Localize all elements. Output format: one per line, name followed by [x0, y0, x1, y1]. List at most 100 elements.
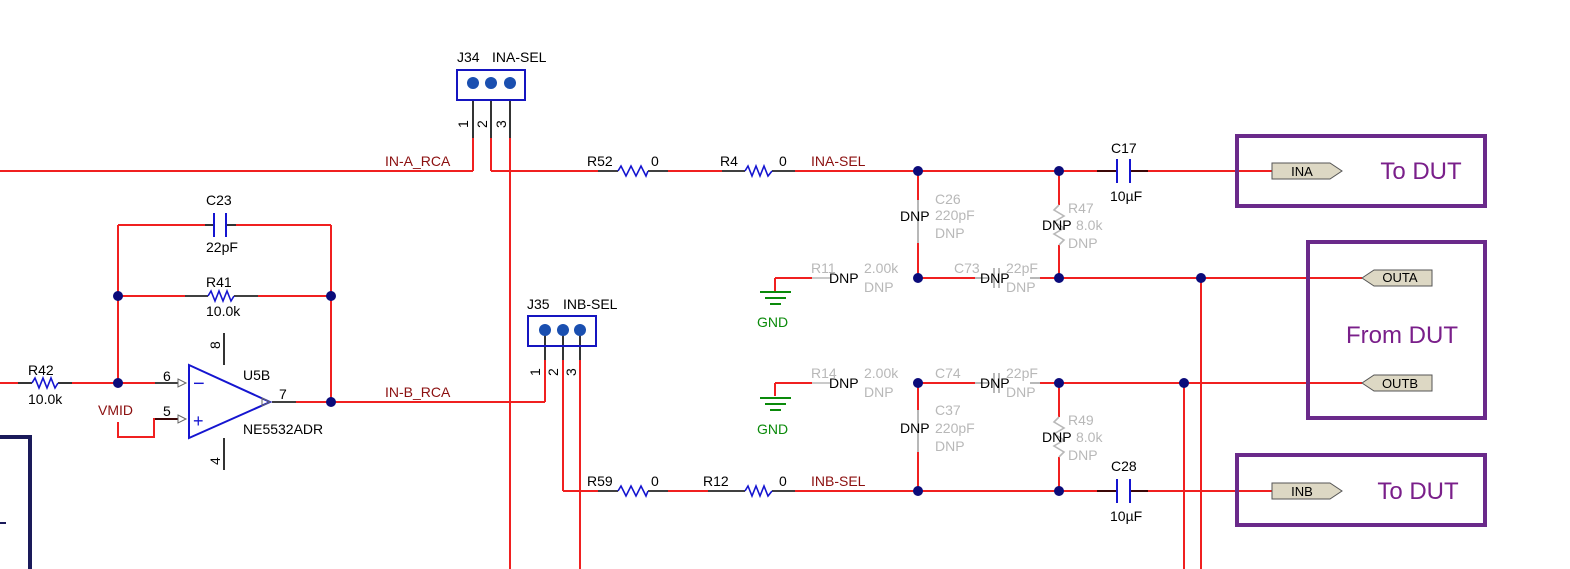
j35-pin1-label: 1: [527, 368, 543, 376]
net-in-a-rca: IN-A_RCA: [385, 153, 451, 169]
r52-ref: R52: [587, 153, 613, 169]
capacitor-c23: [213, 213, 227, 237]
port-ina-label: INA: [1291, 164, 1313, 179]
pin-arrow-noninv: [177, 414, 188, 424]
pin-arrow-out: [261, 397, 272, 407]
gnd-label-1: GND: [757, 314, 788, 330]
c73-dnp: DNP: [1006, 279, 1036, 295]
opamp-minus-sign: −: [193, 373, 205, 395]
opamp-part: NE5532ADR: [243, 421, 323, 437]
c28-ref: C28: [1111, 458, 1137, 474]
c74-dnp-marker: DNP: [980, 375, 1010, 391]
opamp-triangle: [188, 363, 273, 440]
c37-dnp-marker: DNP: [900, 420, 930, 436]
opamp-plus-sign: +: [193, 411, 204, 431]
capacitor-c28: [1116, 479, 1131, 503]
r49-ref: R49: [1068, 412, 1094, 428]
r52-value: 0: [651, 153, 659, 169]
resistor-r41: [207, 288, 235, 304]
resistor-r52: [617, 164, 649, 178]
offscreen-box-edge: [0, 435, 32, 569]
header-j34-pin-3: [504, 77, 516, 89]
junction: [1179, 378, 1189, 388]
opamp-ref: U5B: [243, 367, 270, 383]
header-j35-body: [527, 315, 597, 347]
wire-vmid: [117, 418, 178, 438]
r14-dnp-marker: DNP: [829, 375, 859, 391]
header-j35: [527, 315, 597, 347]
c26-dnp: DNP: [935, 225, 965, 241]
header-j34-body: [456, 69, 526, 101]
c37-ref: C37: [935, 402, 961, 418]
c17-ref: C17: [1111, 140, 1137, 156]
r4-ref: R4: [720, 153, 738, 169]
box-to-dut-b-label: To DUT: [1377, 478, 1459, 505]
junction: [113, 291, 123, 301]
port-outa: [1361, 269, 1433, 287]
capacitors: [213, 159, 1131, 503]
r47-dnp: DNP: [1068, 235, 1098, 251]
c74-value: 22pF: [1006, 365, 1038, 381]
port-inb: [1271, 482, 1343, 500]
port-outb-label: OUTB: [1382, 376, 1418, 391]
j35-name: INB-SEL: [563, 296, 618, 312]
r49-dnp-marker: DNP: [1042, 429, 1072, 445]
r47-ref: R47: [1068, 200, 1094, 216]
header-j34-pin-1: [467, 77, 479, 89]
junctions: [113, 166, 1206, 496]
r41-value: 10.0k: [206, 303, 241, 319]
opamp-u5b: [177, 363, 273, 440]
r49-dnp: DNP: [1068, 447, 1098, 463]
junction: [913, 273, 923, 283]
labels: J34 INA-SEL 1 2 3 J35 INB-SEL 1 2 3 IN-A…: [28, 49, 1142, 524]
resistor-r12: [744, 483, 773, 499]
c73-value: 22pF: [1006, 260, 1038, 276]
capacitor-c74: [975, 373, 1040, 393]
net-in-b-rca: IN-B_RCA: [385, 384, 451, 400]
c26-ref: C26: [935, 191, 961, 207]
opamp-pin-out-label: 7: [279, 386, 287, 402]
opamp-pin-noninv-label: 5: [163, 403, 171, 419]
header-j34: [456, 69, 526, 101]
port-inb-label: INB: [1291, 484, 1313, 499]
pin-arrow-inv: [177, 378, 188, 388]
capacitor-c17: [1116, 159, 1131, 183]
r42-value: 10.0k: [28, 391, 63, 407]
capacitor-c73: [975, 268, 1040, 288]
j35-ref: J35: [527, 296, 550, 312]
box-to-dut-a-label: To DUT: [1380, 158, 1462, 185]
ground-symbol-1: [760, 291, 791, 305]
junction: [1054, 166, 1064, 176]
c73-dnp-marker: DNP: [980, 270, 1010, 286]
header-j35-pin-1: [539, 324, 551, 336]
j34-name: INA-SEL: [492, 49, 547, 65]
junction: [326, 397, 336, 407]
junction: [913, 378, 923, 388]
resistors: [31, 163, 773, 499]
r14-dnp: DNP: [864, 384, 894, 400]
net-inb-sel: INB-SEL: [811, 473, 866, 489]
resistor-r49: [1052, 416, 1066, 458]
port-ina: [1271, 162, 1343, 180]
r11-dnp-marker: DNP: [829, 270, 859, 286]
opamp-pin-vneg-label: 4: [207, 457, 223, 465]
c74-ref: C74: [935, 365, 961, 381]
c17-value: 10µF: [1110, 188, 1142, 204]
box-from-dut: [1306, 240, 1487, 420]
r42-ref: R42: [28, 362, 54, 378]
c37-dnp: DNP: [935, 438, 965, 454]
dut-boxes: To DUT From DUT To DUT: [0, 134, 1487, 569]
junction: [326, 291, 336, 301]
r4-value: 0: [779, 153, 787, 169]
port-outb: [1361, 374, 1433, 392]
junction: [1054, 273, 1064, 283]
j34-pin3-label: 3: [493, 120, 509, 128]
port-outa-label: OUTA: [1382, 270, 1417, 285]
net-ina-sel: INA-SEL: [811, 153, 866, 169]
r14-value: 2.00k: [864, 365, 899, 381]
r11-value: 2.00k: [864, 260, 899, 276]
j34-ref: J34: [457, 49, 480, 65]
c23-value: 22pF: [206, 239, 238, 255]
j35-pin3-label: 3: [563, 368, 579, 376]
